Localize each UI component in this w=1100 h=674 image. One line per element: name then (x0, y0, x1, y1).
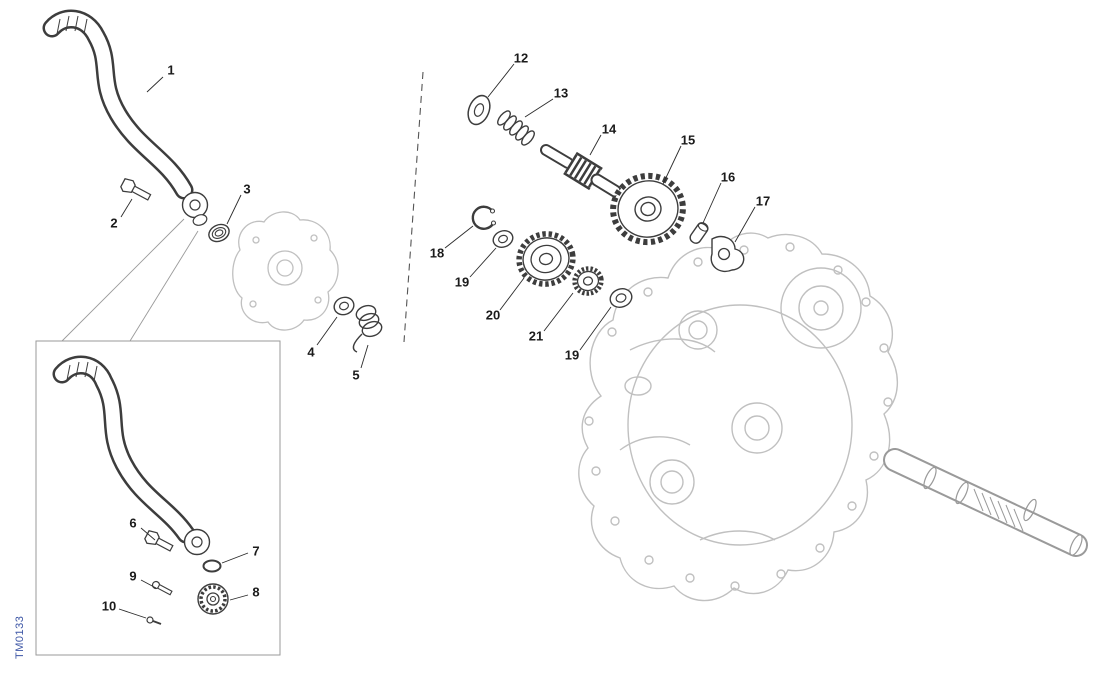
callout-19a: 19 (455, 275, 469, 290)
callout-2: 2 (110, 216, 117, 231)
callout-8: 8 (252, 585, 259, 600)
callout-16: 16 (721, 170, 735, 185)
callout-5: 5 (352, 368, 359, 383)
part-setscrew-10 (146, 616, 162, 625)
drawing-code: TM0133 (14, 615, 26, 659)
part-screw-9 (151, 580, 173, 596)
part-pivot-bolt-6 (144, 530, 174, 552)
part-oring-7 (202, 559, 222, 573)
callout-18: 18 (430, 246, 444, 261)
part-washer-19b (609, 288, 633, 308)
callout-14: 14 (602, 122, 617, 137)
callout-3: 3 (243, 182, 250, 197)
part-starter-gear-20 (516, 231, 576, 287)
part-kick-shaft-14 (540, 144, 622, 198)
callout-9: 9 (129, 569, 136, 584)
leader-lines (118, 63, 756, 619)
callout-10: 10 (102, 599, 116, 614)
part-kick-lever (42, 9, 209, 226)
part-guide-plate-17 (710, 235, 745, 272)
callout-6: 6 (129, 516, 136, 531)
part-return-spring (352, 304, 383, 353)
callout-1: 1 (167, 63, 174, 78)
callout-13: 13 (554, 86, 568, 101)
callout-7: 7 (252, 544, 259, 559)
callout-15: 15 (681, 133, 695, 148)
detail-projection-lines (61, 218, 199, 342)
part-spring-seat-12 (467, 94, 491, 126)
part-circlip-18 (471, 205, 497, 230)
part-pedal-joint-8 (197, 583, 229, 615)
part-washer-4 (333, 296, 355, 316)
output-shaft-drawing (883, 448, 1088, 557)
part-kick-lever-inset (52, 355, 211, 556)
callout-12: 12 (514, 51, 528, 66)
part-spring-13 (497, 110, 535, 146)
callout-17: 17 (756, 194, 770, 209)
callout-19b: 19 (565, 348, 579, 363)
callout-4: 4 (307, 345, 315, 360)
part-lever-bolt (120, 178, 152, 201)
callout-21: 21 (529, 329, 543, 344)
part-idle-gear-15 (610, 172, 686, 246)
part-lever-bushing (208, 223, 230, 243)
part-pinion-21 (572, 266, 604, 296)
callout-20: 20 (486, 308, 500, 323)
part-washer-19a (492, 230, 514, 248)
inset-box (35, 340, 281, 656)
part-pin-16 (689, 222, 709, 244)
dashed-separator (403, 71, 424, 343)
crankcase-cover-sketch (232, 211, 339, 331)
crankcase-half-drawing (578, 232, 899, 602)
